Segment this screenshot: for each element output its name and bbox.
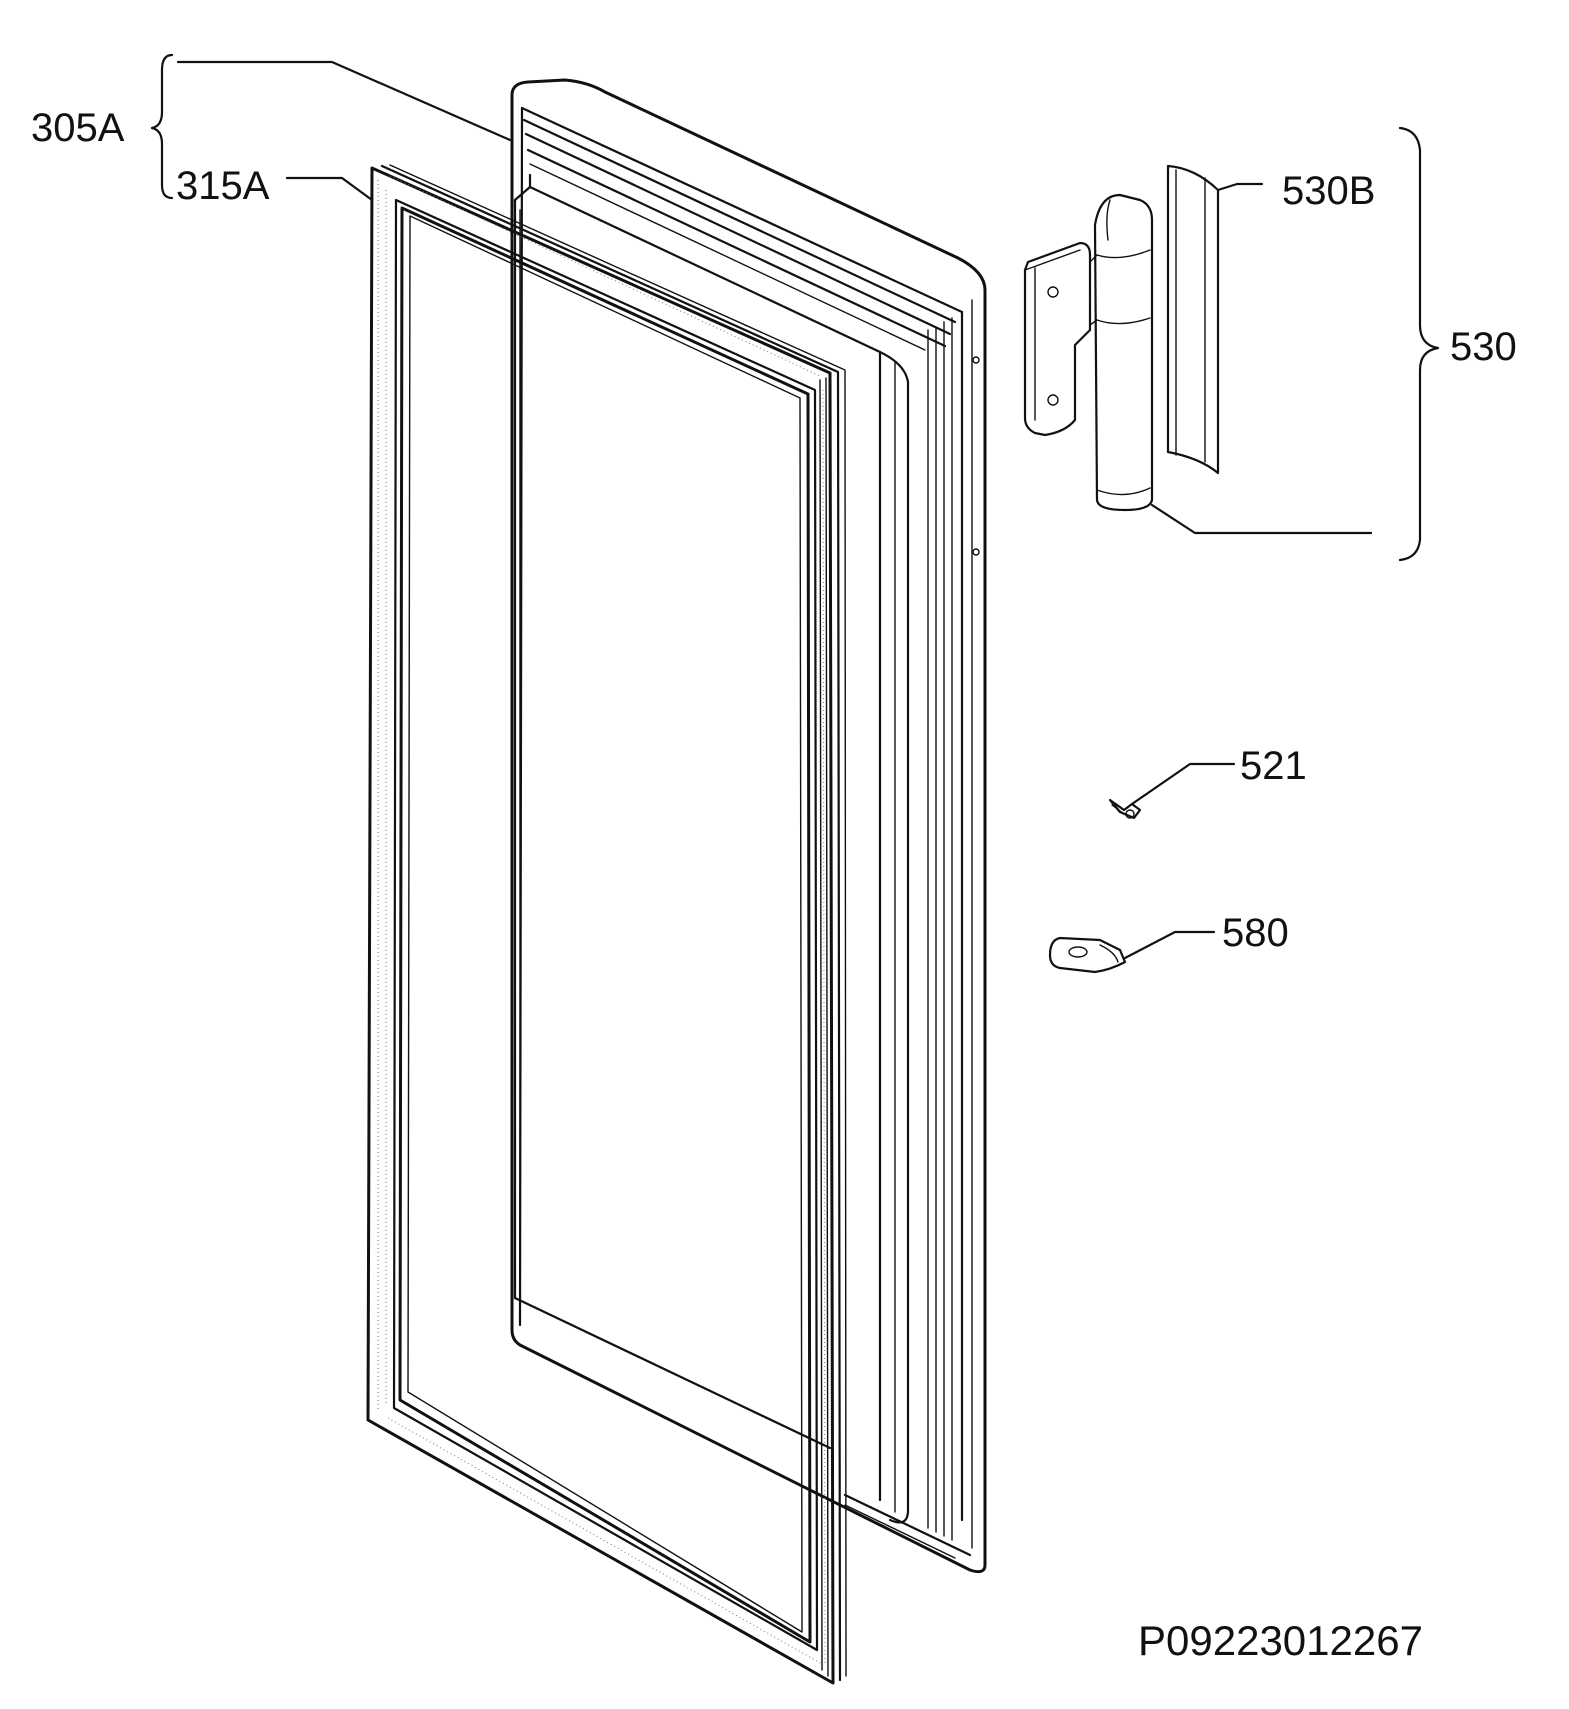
- door-gasket: [366, 164, 847, 1685]
- bracket-part: [1048, 936, 1127, 974]
- label-305a: 305A: [31, 106, 125, 150]
- label-530b: 530B: [1282, 169, 1375, 213]
- drawing-code: P09223012267: [1138, 1617, 1423, 1664]
- hinge-plate: [1023, 241, 1092, 437]
- screw-part: [1108, 798, 1142, 820]
- label-530: 530: [1450, 325, 1517, 369]
- door-panel: [510, 78, 987, 1574]
- callout-leaders: [150, 53, 1440, 960]
- hinge-pin-body: [1089, 193, 1154, 512]
- label-580: 580: [1222, 911, 1289, 955]
- label-315a: 315A: [176, 164, 270, 208]
- label-521: 521: [1240, 744, 1307, 788]
- hinge-cover: [1166, 164, 1220, 475]
